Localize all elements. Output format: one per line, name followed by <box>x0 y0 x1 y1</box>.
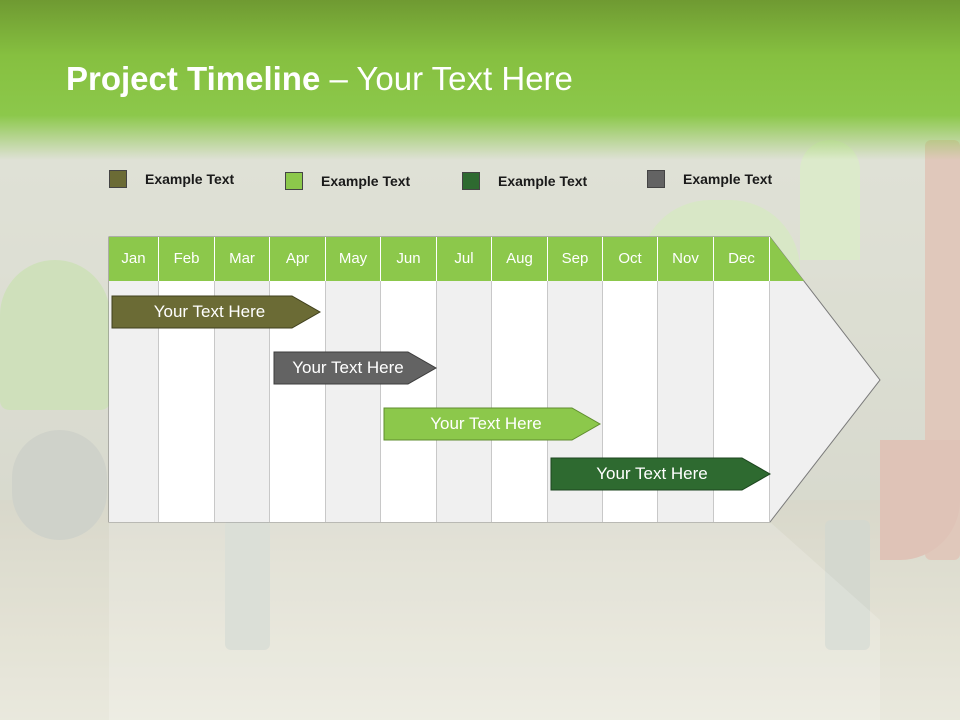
month-header: Mar <box>215 237 270 281</box>
month-column <box>159 237 215 522</box>
task-bar-arrow <box>550 457 772 491</box>
task-bar-label: Your Text Here <box>153 302 266 321</box>
month-header: Jan <box>109 237 159 281</box>
task-bar-label: Your Text Here <box>596 464 708 483</box>
month-column <box>109 237 159 522</box>
task-bar-arrow <box>111 295 322 329</box>
legend-label: Example Text <box>145 171 235 187</box>
task-bar-label: Your Text Here <box>430 414 542 433</box>
background-floor <box>0 500 960 720</box>
month-header: Nov <box>658 237 714 281</box>
task-bar-label: Your Text Here <box>292 358 404 377</box>
month-header: Jul <box>437 237 492 281</box>
legend-item: Example Text <box>285 172 410 190</box>
background-pipe <box>12 430 107 540</box>
legend-item: Example Text <box>462 172 587 190</box>
legend-swatch <box>285 172 303 190</box>
task-bar-arrow <box>273 351 438 385</box>
month-header: Sep <box>548 237 603 281</box>
legend: Example Text Example Text Example Text E… <box>0 170 960 194</box>
legend-label: Example Text <box>321 173 411 189</box>
legend-label: Example Text <box>683 171 773 187</box>
month-column <box>492 237 548 522</box>
legend-swatch <box>647 170 665 188</box>
month-header: Jun <box>381 237 437 281</box>
month-header: Aug <box>492 237 548 281</box>
month-column <box>215 237 270 522</box>
month-header: Feb <box>159 237 215 281</box>
legend-swatch <box>462 172 480 190</box>
timeline-arrow-reflection <box>109 522 880 720</box>
title-rest: – Your Text Here <box>320 60 573 97</box>
legend-label: Example Text <box>498 173 588 189</box>
title-bold: Project Timeline <box>66 60 321 97</box>
background-pipe <box>800 140 860 260</box>
header-band <box>0 0 960 160</box>
legend-item: Example Text <box>109 170 234 188</box>
page-title: Project Timeline – Your Text Here <box>66 60 573 98</box>
month-column <box>437 237 492 522</box>
month-header: Apr <box>270 237 326 281</box>
task-bar-arrow <box>383 407 602 441</box>
background-pipe <box>825 520 870 650</box>
background-pipe <box>0 260 110 410</box>
month-header: Oct <box>603 237 658 281</box>
month-header: May <box>326 237 381 281</box>
background-pipe <box>225 520 270 650</box>
timeline-header-tip <box>770 237 804 281</box>
legend-item: Example Text <box>647 170 772 188</box>
month-header: Dec <box>714 237 770 281</box>
legend-swatch <box>109 170 127 188</box>
